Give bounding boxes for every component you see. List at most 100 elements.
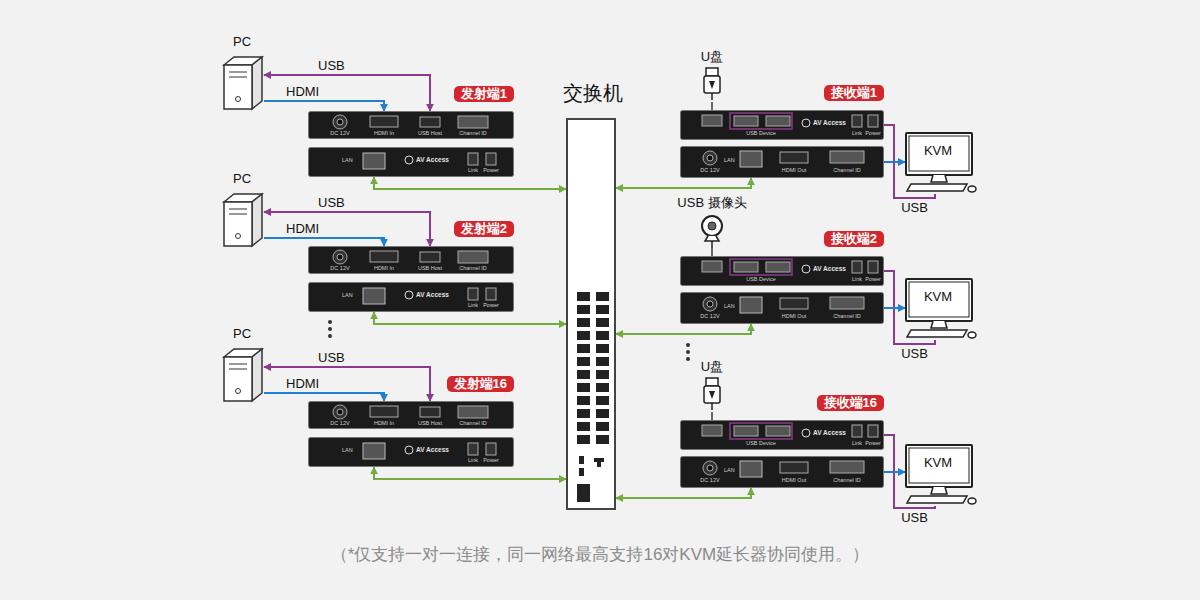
port-label: DC 12V xyxy=(700,314,719,320)
drawing-shape xyxy=(577,409,590,418)
drawing-shape xyxy=(468,153,478,165)
drawing-shape xyxy=(730,259,792,275)
led-label: Link xyxy=(468,303,478,309)
receiver-panel: DC 12VLANHDMI OutChannel ID xyxy=(680,292,884,324)
receiver-panel: 接收端2USB DeviceAV AccessLinkPower xyxy=(680,256,884,286)
drawing-shape xyxy=(711,93,713,100)
led-label: Power xyxy=(483,458,499,464)
drawing-shape xyxy=(909,448,969,483)
transmitter-panel: 发射端2DC 12VHDMI InUSB HostChannel ID xyxy=(308,246,514,274)
drawing-shape xyxy=(596,370,609,379)
receiver-rear-panel xyxy=(680,456,884,488)
drawing-shape xyxy=(236,97,241,102)
cable-label: HDMI xyxy=(284,85,321,99)
drawing-shape xyxy=(370,406,398,417)
drawing-shape xyxy=(577,396,590,405)
drawing-shape xyxy=(370,116,398,127)
drawing-shape xyxy=(968,498,976,504)
drawing-shape xyxy=(708,222,716,230)
drawing-shape xyxy=(740,461,762,477)
peripheral-label: USB 摄像头 xyxy=(677,196,746,210)
port-label: Channel ID xyxy=(833,168,861,174)
drawing-shape xyxy=(686,357,690,361)
drawing-shape xyxy=(309,283,514,312)
cable-label: HDMI xyxy=(284,222,321,236)
drawing-shape xyxy=(740,151,762,167)
cable-connector xyxy=(374,177,566,189)
webcam-icon xyxy=(697,214,727,248)
drawing-shape xyxy=(709,81,715,89)
receiver-panel: 接收端16USB DeviceAV AccessLinkPower xyxy=(680,420,884,450)
cable-connector xyxy=(711,412,713,420)
drawing-shape xyxy=(577,357,590,366)
usb-stick-icon xyxy=(702,377,722,411)
drawing-shape xyxy=(596,318,609,327)
drawing-shape xyxy=(405,156,413,164)
port-label: USB Host xyxy=(418,266,442,272)
drawing-shape xyxy=(229,72,247,73)
port-label: Channel ID xyxy=(833,478,861,484)
drawing-shape xyxy=(830,297,864,309)
kvm-station: KVM xyxy=(905,444,977,506)
port-label: DC 12V xyxy=(330,131,349,137)
receiver-panel: 接收端1USB DeviceAV AccessLinkPower xyxy=(680,110,884,140)
drawing-shape xyxy=(577,292,590,301)
drawing-shape xyxy=(577,435,590,444)
drawing-shape xyxy=(709,391,715,399)
drawing-shape xyxy=(363,443,385,459)
port-label: LAN xyxy=(724,304,735,310)
drawing-shape xyxy=(458,116,488,128)
screen-label: KVM xyxy=(924,144,952,158)
cable-label: USB xyxy=(316,196,347,210)
drawing-shape xyxy=(370,251,398,262)
drawing-shape xyxy=(766,426,790,436)
drawing-shape xyxy=(577,370,590,379)
receiver-panel: DC 12VLANHDMI OutChannel ID xyxy=(680,146,884,178)
drawing-shape xyxy=(711,403,713,410)
drawing-shape xyxy=(730,423,792,439)
port-label: HDMI In xyxy=(374,131,394,137)
drawing-shape xyxy=(363,153,385,169)
led-label: Power xyxy=(865,277,881,283)
port-label: LAN xyxy=(342,158,353,164)
led-label: Power xyxy=(483,303,499,309)
switch-ports xyxy=(568,120,618,512)
drawing-shape xyxy=(458,251,488,263)
cable-label: USB xyxy=(899,201,930,215)
port-label: LAN xyxy=(342,448,353,454)
port-label: LAN xyxy=(342,293,353,299)
drawing-shape xyxy=(486,443,496,455)
drawing-shape xyxy=(707,155,713,161)
drawing-shape xyxy=(802,429,810,437)
drawing-shape xyxy=(337,409,343,415)
drawing-shape xyxy=(420,117,440,127)
port-label: LAN xyxy=(724,468,735,474)
drawing-shape xyxy=(906,133,972,175)
drawing-shape xyxy=(681,147,884,178)
usb-peripheral: USB 摄像头 xyxy=(674,196,750,248)
drawing-shape xyxy=(802,119,810,127)
drawing-shape xyxy=(704,76,720,93)
cable-connector xyxy=(616,178,751,188)
transmitter-rear-panel xyxy=(308,437,514,467)
drawing-shape xyxy=(906,279,972,321)
drawing-shape xyxy=(907,496,967,503)
drawing-shape xyxy=(458,406,488,418)
drawing-shape xyxy=(577,305,590,314)
transmitter-rear-panel xyxy=(308,147,514,177)
pc-node: PC xyxy=(220,347,264,403)
cable-connector xyxy=(264,367,430,401)
port-label: HDMI Out xyxy=(782,168,806,174)
cable-connector xyxy=(711,248,713,256)
led-label: Power xyxy=(865,441,881,447)
drawing-shape xyxy=(328,320,332,324)
transmitter-panel: LANAV AccessLinkPower xyxy=(308,437,514,467)
drawing-shape xyxy=(703,297,717,311)
drawing-shape xyxy=(852,115,862,127)
pc-tower-icon xyxy=(220,347,264,403)
drawing-shape xyxy=(702,115,722,126)
drawing-shape xyxy=(577,422,590,431)
transmitter-panel: LANAV AccessLinkPower xyxy=(308,147,514,177)
drawing-shape xyxy=(711,241,713,248)
drawing-shape xyxy=(830,461,864,473)
